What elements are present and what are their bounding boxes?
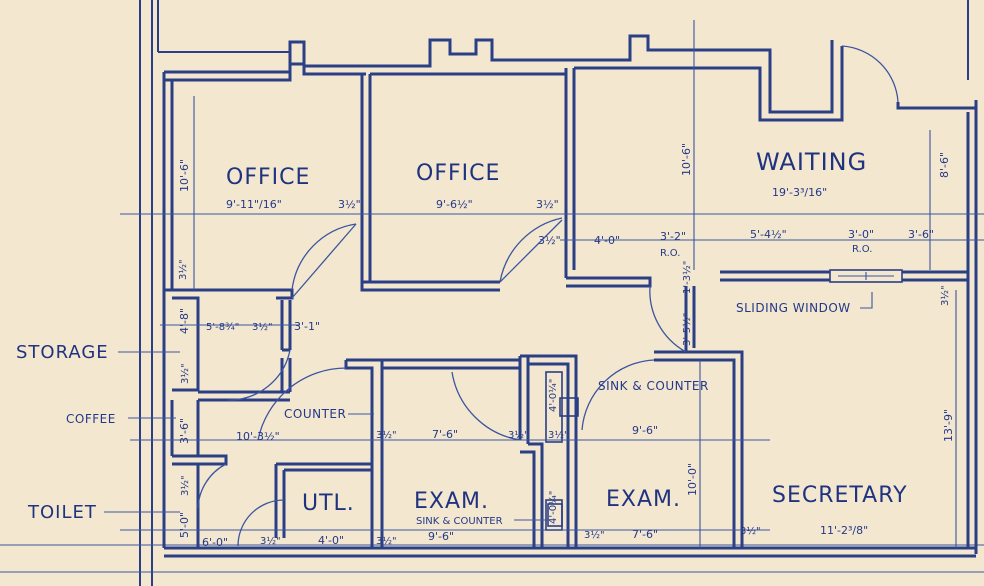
sliding-window	[829, 269, 903, 283]
dim-exam-right-top: 9'-6"	[632, 424, 658, 437]
dim-waiting-width: 19'-3³/16"	[772, 186, 827, 199]
sink-fixtures	[545, 371, 579, 531]
dim-storage-width: 5'-8¾"	[206, 322, 239, 333]
dim-left-wall-2: 3½"	[179, 363, 191, 384]
dim-right-wall: 3½"	[939, 285, 951, 306]
dim-office-center-width: 9'-6½"	[436, 198, 473, 211]
room-label-exam-left: EXAM.	[414, 489, 489, 514]
dim-exam-left-wall: 3½"	[376, 535, 397, 547]
dim-exam-right-width: 7'-6"	[632, 528, 658, 541]
dim-corridor-a: 4'-0"	[594, 234, 620, 247]
dim-corr-seg: 7'-6"	[432, 428, 458, 441]
dim-corr-wall-2: 3½"	[508, 429, 529, 441]
dim-utl-width: 4'-0"	[318, 534, 344, 547]
dim-waiting-right-height: 8'-6"	[938, 152, 951, 178]
dim-ro-vert: 3'-5½"	[681, 313, 693, 346]
dim-exam-right-height: 10'-0"	[686, 463, 699, 496]
dim-utl-wall: 3½"	[260, 535, 281, 547]
dim-wall-c: 3½"	[538, 234, 561, 247]
external-labels: STORAGE COFFEE TOILET	[16, 342, 180, 523]
dim-window-width: 3'-0"	[848, 228, 874, 241]
note-counter: COUNTER	[284, 407, 346, 421]
dim-sink-dim: 4'-0¼"	[547, 379, 559, 412]
dim-secretary-height: 13'-9"	[942, 409, 955, 442]
exterior-walls	[162, 34, 978, 558]
dim-corr-wall-1: 3½"	[376, 429, 397, 441]
label-coffee: COFFEE	[66, 412, 116, 426]
dim-toilet-width: 6'-0"	[202, 536, 228, 549]
dim-ro-vert2: 1'-3½"	[681, 261, 693, 294]
room-label-utility: UTL.	[302, 491, 355, 516]
note-sink-counter-upper: SINK & COUNTER	[598, 379, 709, 393]
room-label-exam-right: EXAM.	[606, 487, 681, 512]
dim-exam-left-width: 9'-6"	[428, 530, 454, 543]
dim-secretary-width: 11'-2³/8"	[820, 524, 868, 537]
dimension-lines	[120, 20, 984, 548]
interior-walls	[162, 68, 968, 548]
dim-waiting-height: 10'-6"	[680, 143, 693, 176]
dim-storage-wall: 3½"	[252, 321, 273, 333]
dim-exam-right-wall: 3½"	[584, 529, 605, 541]
dim-waiting-seg: 5'-4½"	[750, 228, 787, 241]
dim-corridor-width: 10'-3½"	[236, 430, 280, 443]
dim-office-left-height: 10'-6"	[178, 159, 191, 192]
dim-secretary-wall: 3½"	[740, 525, 761, 537]
dim-window-ro: R.O.	[852, 244, 872, 255]
room-label-office-left: OFFICE	[226, 165, 310, 190]
door-swings	[197, 217, 687, 547]
dim-wall-a: 3½"	[338, 198, 361, 211]
label-storage: STORAGE	[16, 342, 109, 363]
top-boundary	[157, 0, 969, 80]
note-sliding-window: SLIDING WINDOW	[736, 301, 851, 315]
dim-left-wall-1: 3½"	[177, 259, 189, 280]
dim-toilet-height: 5'-0"	[178, 512, 191, 538]
room-label-office-center: OFFICE	[416, 161, 500, 186]
room-label-secretary: SECRETARY	[772, 483, 908, 508]
room-label-waiting: WAITING	[756, 148, 867, 176]
dim-toilet-wall: 3½"	[179, 475, 191, 496]
dim-storage-seg: 3'-1"	[294, 320, 320, 333]
dim-storage-height: 4'-8"	[178, 308, 191, 334]
dim-office-left-width: 9'-11"/16"	[226, 198, 282, 211]
dim-ro-width: 3'-2"	[660, 230, 686, 243]
dim-corr-wall-3: 3½"	[548, 429, 569, 441]
note-sink-counter-lower: SINK & COUNTER	[416, 516, 503, 527]
dim-wall-b: 3½"	[536, 198, 559, 211]
dim-sink-lower: 4'-0¼"	[547, 491, 559, 524]
label-toilet: TOILET	[27, 502, 97, 523]
dim-right-seg: 3'-6"	[908, 228, 934, 241]
dim-coffee-height: 3'-6"	[178, 418, 191, 444]
dim-ro-label: R.O.	[660, 248, 680, 259]
